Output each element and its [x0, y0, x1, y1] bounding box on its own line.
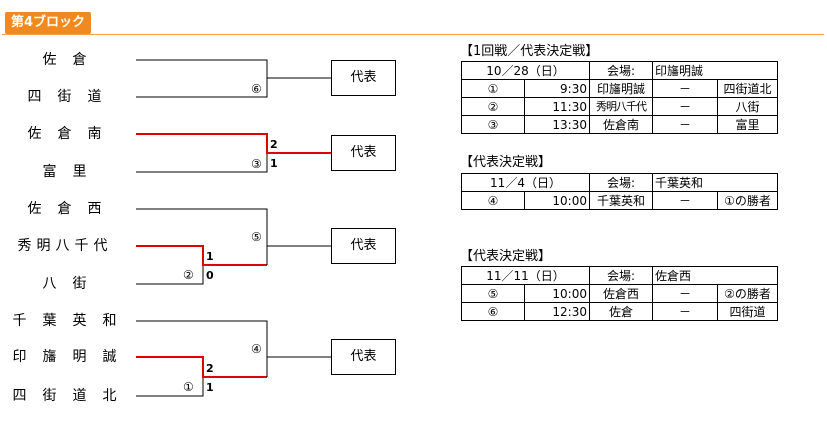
table-row: 10／28（日） 会場: 印旛明誠 [461, 61, 778, 80]
game-number-2: ② [183, 268, 194, 282]
venue-label: 会場: [589, 173, 653, 192]
schedule-title-final-2: 【代表決定戦】 [460, 249, 552, 264]
schedule-title-round1: 【1回戦／代表決定戦】 [460, 44, 599, 59]
game-number-3: ③ [251, 157, 262, 171]
team-a: 秀明八千代 [589, 97, 653, 116]
team-a: 印旛明誠 [589, 79, 653, 98]
game-no: ① [461, 79, 525, 98]
game-no: ⑤ [461, 284, 525, 303]
team-shumei-yachiyo: 秀明八千代 [17, 238, 113, 254]
team-b: 四街道北 [717, 79, 778, 98]
schedule-table-round1: 10／28（日） 会場: 印旛明誠 ① 9:30 印旛明誠 － 四街道北 ② 1… [461, 61, 778, 134]
venue-name: 千葉英和 [652, 173, 778, 192]
table-row: ① 9:30 印旛明誠 － 四街道北 [461, 79, 778, 98]
game-no: ② [461, 97, 525, 116]
team-inba-meisei: 印 旛 明 誠 [12, 349, 118, 365]
game-time: 9:30 [524, 79, 590, 98]
score-game3-bottom: 1 [270, 157, 278, 170]
venue-name: 印旛明誠 [652, 61, 778, 80]
team-sakura-nishi: 佐 倉 西 [27, 201, 103, 217]
versus: － [652, 302, 718, 321]
game-no: ④ [461, 191, 525, 210]
team-sakura: 佐 倉 [42, 52, 88, 68]
team-yotsukaido-kita: 四 街 道 北 [12, 388, 118, 404]
team-a: 千葉英和 [589, 191, 653, 210]
bracket-game-4 [136, 320, 331, 377]
team-b: 八街 [717, 97, 778, 116]
team-b: ①の勝者 [717, 191, 778, 210]
representative-box-4: 代表 [331, 339, 396, 375]
score-game1-bottom: 1 [206, 381, 214, 394]
team-yachimata: 八 街 [42, 276, 88, 292]
team-a: 佐倉 [589, 302, 653, 321]
representative-box-3: 代表 [331, 228, 396, 264]
game-number-6: ⑥ [251, 82, 262, 96]
tournament-bracket [136, 59, 331, 397]
representative-box-1: 代表 [331, 60, 396, 96]
score-game3-top: 2 [270, 138, 278, 151]
table-row: ② 11:30 秀明八千代 － 八街 [461, 97, 778, 116]
bracket-game-3 [136, 133, 331, 173]
score-game2-bottom: 0 [206, 269, 214, 282]
score-game2-top: 1 [206, 250, 214, 263]
team-a: 佐倉南 [589, 115, 653, 134]
table-row: ⑤ 10:00 佐倉西 － ②の勝者 [461, 284, 778, 303]
bracket-game-5 [136, 208, 331, 265]
bracket-game-1 [136, 356, 267, 397]
game-time: 12:30 [524, 302, 590, 321]
team-b: 四街道 [717, 302, 778, 321]
game-number-4: ④ [251, 342, 262, 356]
team-yotsukaido: 四 街 道 [27, 89, 103, 105]
game-time: 13:30 [524, 115, 590, 134]
venue-label: 会場: [589, 266, 653, 285]
schedule-table-final-2: 11／11（日） 会場: 佐倉西 ⑤ 10:00 佐倉西 － ②の勝者 ⑥ 12… [461, 266, 778, 321]
venue-name: 佐倉西 [652, 266, 778, 285]
block-title-tab: 第4ブロック [5, 12, 92, 34]
schedule-table-final-1: 11／4（日） 会場: 千葉英和 ④ 10:00 千葉英和 － ①の勝者 [461, 173, 778, 210]
schedule-date: 10／28（日） [461, 61, 590, 80]
team-tomisato: 富 里 [42, 164, 88, 180]
versus: － [652, 97, 718, 116]
game-time: 10:00 [524, 191, 590, 210]
score-game1-top: 2 [206, 362, 214, 375]
bracket-game-6 [136, 59, 331, 98]
table-row: ④ 10:00 千葉英和 － ①の勝者 [461, 191, 778, 210]
team-a: 佐倉西 [589, 284, 653, 303]
table-row: ⑥ 12:30 佐倉 － 四街道 [461, 302, 778, 321]
team-b: ②の勝者 [717, 284, 778, 303]
schedule-date: 11／4（日） [461, 173, 590, 192]
table-row: ③ 13:30 佐倉南 － 富里 [461, 115, 778, 134]
bracket-game-2 [136, 245, 267, 285]
game-number-1: ① [183, 380, 194, 394]
versus: － [652, 191, 718, 210]
game-time: 11:30 [524, 97, 590, 116]
versus: － [652, 115, 718, 134]
table-row: 11／11（日） 会場: 佐倉西 [461, 266, 778, 285]
game-time: 10:00 [524, 284, 590, 303]
venue-label: 会場: [589, 61, 653, 80]
game-number-5: ⑤ [251, 230, 262, 244]
team-b: 富里 [717, 115, 778, 134]
game-no: ③ [461, 115, 525, 134]
versus: － [652, 284, 718, 303]
game-no: ⑥ [461, 302, 525, 321]
schedule-date: 11／11（日） [461, 266, 590, 285]
versus: － [652, 79, 718, 98]
schedule-title-final-1: 【代表決定戦】 [460, 155, 552, 170]
team-chiba-eiwa: 千 葉 英 和 [12, 313, 118, 329]
team-sakura-minami: 佐 倉 南 [27, 126, 103, 142]
header-divider [2, 9, 824, 35]
table-row: 11／4（日） 会場: 千葉英和 [461, 173, 778, 192]
representative-box-2: 代表 [331, 135, 396, 171]
